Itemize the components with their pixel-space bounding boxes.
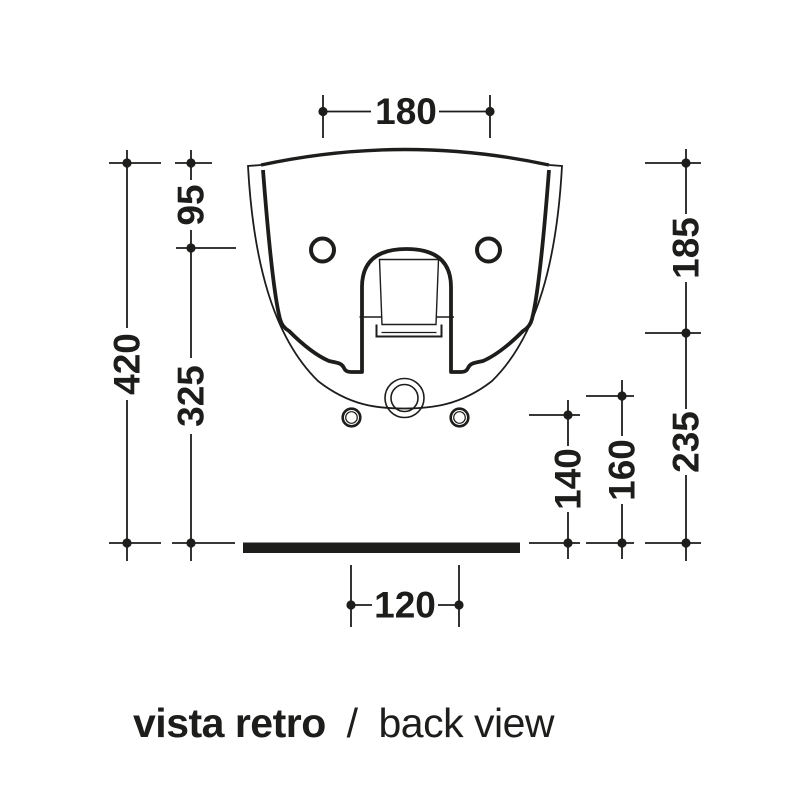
fixture-back-view (247, 147, 563, 428)
dimension-140-lines (529, 400, 580, 559)
fixture-top-rim (260, 147, 550, 167)
dimension-marker (122, 158, 132, 168)
dimension-marker (485, 106, 495, 117)
arch-lower-box (375, 324, 443, 338)
dimension-95-325: 95 325 (171, 150, 236, 561)
dimension-185-235-lines (645, 149, 701, 561)
caption-english: back view (378, 700, 554, 746)
fixture-inner-contour (261, 169, 551, 374)
dimension-235-label: 235 (666, 411, 707, 473)
dimension-marker (681, 328, 691, 338)
drawing-caption: vista retro / back view (133, 700, 555, 746)
mounting-hole-right (475, 236, 502, 264)
dimension-160-lines (586, 380, 634, 559)
dimension-marker (563, 538, 573, 548)
dimension-marker (122, 538, 132, 548)
dimension-marker (346, 600, 356, 610)
dimension-120-label: 120 (374, 585, 436, 626)
fixing-hole-left-outer (341, 407, 362, 428)
dimension-420: 420 (107, 150, 161, 561)
dimension-140-label: 140 (548, 448, 589, 510)
dimension-185-235: 185 235 (645, 149, 707, 561)
dimension-marker (186, 243, 196, 253)
dimension-325-label: 325 (171, 365, 212, 427)
dimension-140: 140 (529, 400, 589, 559)
dimension-marker (454, 600, 464, 610)
dimension-marker (318, 106, 328, 117)
dimension-160: 160 (586, 380, 643, 559)
fixing-hole-right-outer (449, 407, 470, 428)
dimension-160-label: 160 (602, 439, 643, 501)
dimension-120-lines (350, 565, 460, 627)
dimension-marker (681, 158, 691, 168)
dimension-marker (186, 158, 196, 168)
dimension-120: 120 (346, 565, 464, 627)
arch-inner-panel (378, 258, 440, 326)
dimension-180-lines (322, 95, 491, 138)
caption-separator: / (347, 700, 359, 746)
dimension-180: 180 (318, 91, 495, 138)
dimension-marker (186, 538, 196, 548)
dimension-180-label: 180 (375, 91, 437, 132)
dimension-marker (617, 538, 627, 548)
mounting-hole-left (309, 236, 336, 264)
dimension-420-label: 420 (107, 333, 148, 395)
fixture-outer-silhouette (247, 164, 563, 410)
dimension-marker (563, 410, 573, 420)
dimension-marker (681, 538, 691, 548)
dimension-95-label: 95 (171, 184, 212, 225)
dimension-420-lines (109, 150, 161, 561)
fixing-hole-left-inner (345, 411, 358, 424)
ground-reference-bar (243, 542, 520, 553)
caption-italian: vista retro (133, 700, 326, 746)
dimension-185-label: 185 (666, 217, 707, 279)
drain-outlet-inner (390, 383, 419, 413)
dimension-marker (617, 391, 627, 401)
drain-outlet-outer (384, 377, 425, 419)
fixing-hole-right-inner (453, 411, 466, 424)
